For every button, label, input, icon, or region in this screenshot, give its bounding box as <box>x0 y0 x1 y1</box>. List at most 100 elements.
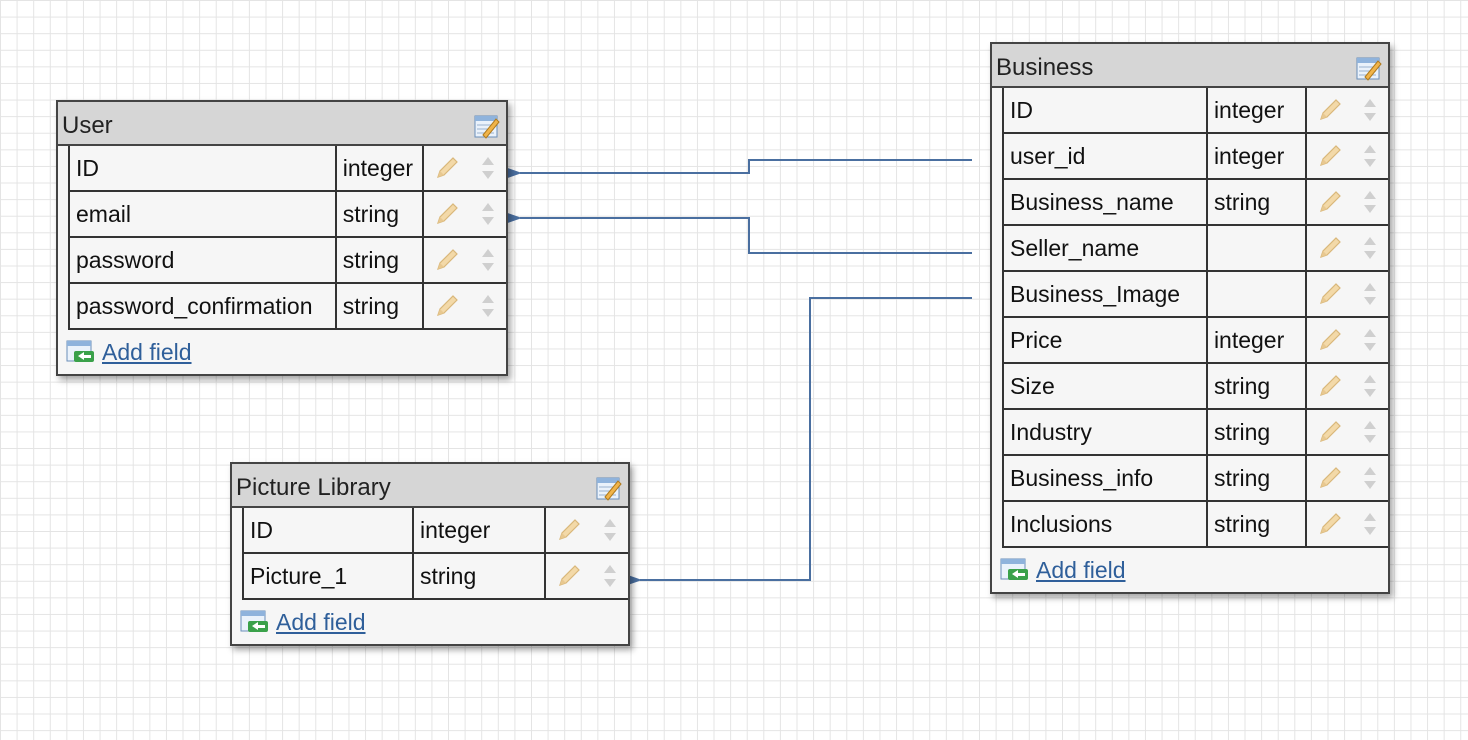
add-field-link[interactable]: Add field <box>1036 556 1126 583</box>
edit-field-pencil-icon[interactable] <box>1317 511 1343 537</box>
field-type[interactable]: string <box>1208 180 1308 224</box>
edit-field-pencil-icon[interactable] <box>1317 281 1343 307</box>
field-name[interactable]: user_id <box>1004 134 1208 178</box>
reorder-field-icon[interactable] <box>480 200 496 228</box>
field-name[interactable]: ID <box>1004 88 1208 132</box>
edit-field-pencil-icon[interactable] <box>434 201 460 227</box>
field-row[interactable]: Seller_name <box>1002 226 1388 272</box>
table-header[interactable]: User <box>58 102 506 146</box>
field-tools <box>546 508 628 552</box>
edit-table-icon[interactable] <box>474 113 500 139</box>
field-name[interactable]: password_confirmation <box>70 284 337 328</box>
reorder-field-icon[interactable] <box>602 516 618 544</box>
field-name[interactable]: Inclusions <box>1004 502 1208 546</box>
field-type[interactable]: integer <box>1208 134 1308 178</box>
reorder-field-icon[interactable] <box>1362 372 1378 400</box>
reorder-field-icon[interactable] <box>1362 188 1378 216</box>
field-type[interactable]: string <box>1208 456 1308 500</box>
edit-field-pencil-icon[interactable] <box>1317 465 1343 491</box>
reorder-field-icon[interactable] <box>602 562 618 590</box>
field-tools <box>1307 456 1388 500</box>
field-name[interactable]: Price <box>1004 318 1208 362</box>
add-field-link[interactable]: Add field <box>102 338 192 365</box>
field-name[interactable]: password <box>70 238 337 282</box>
edit-field-pencil-icon[interactable] <box>434 155 460 181</box>
field-name[interactable]: email <box>70 192 337 236</box>
edit-table-icon[interactable] <box>1356 55 1382 81</box>
field-type[interactable]: string <box>1208 410 1308 454</box>
field-row[interactable]: Business_Image <box>1002 272 1388 318</box>
add-field-icon[interactable] <box>66 339 96 365</box>
edit-field-pencil-icon[interactable] <box>556 517 582 543</box>
edit-field-pencil-icon[interactable] <box>556 563 582 589</box>
field-type[interactable]: string <box>337 284 425 328</box>
add-field-link[interactable]: Add field <box>276 608 366 635</box>
field-tools <box>424 284 506 328</box>
reorder-field-icon[interactable] <box>480 292 496 320</box>
edit-field-pencil-icon[interactable] <box>1317 235 1343 261</box>
field-name[interactable]: Seller_name <box>1004 226 1208 270</box>
field-name[interactable]: Business_info <box>1004 456 1208 500</box>
field-type[interactable] <box>1208 226 1308 270</box>
reorder-field-icon[interactable] <box>1362 418 1378 446</box>
reorder-field-icon[interactable] <box>480 154 496 182</box>
field-name[interactable]: Picture_1 <box>244 554 414 598</box>
field-type[interactable]: integer <box>1208 88 1308 132</box>
field-type[interactable]: integer <box>414 508 546 552</box>
field-name[interactable]: Business_Image <box>1004 272 1208 316</box>
field-type[interactable]: string <box>337 238 425 282</box>
field-type[interactable]: string <box>1208 364 1308 408</box>
edit-table-icon[interactable] <box>596 475 622 501</box>
field-type[interactable]: string <box>414 554 546 598</box>
field-type[interactable]: integer <box>337 146 425 190</box>
field-type[interactable]: string <box>337 192 425 236</box>
edit-field-pencil-icon[interactable] <box>1317 143 1343 169</box>
edit-field-pencil-icon[interactable] <box>1317 373 1343 399</box>
reorder-field-icon[interactable] <box>1362 326 1378 354</box>
edit-field-pencil-icon[interactable] <box>1317 97 1343 123</box>
add-field-row: Add field <box>58 330 506 374</box>
reorder-field-icon[interactable] <box>1362 234 1378 262</box>
reorder-field-icon[interactable] <box>1362 280 1378 308</box>
field-name[interactable]: ID <box>244 508 414 552</box>
edit-field-pencil-icon[interactable] <box>1317 327 1343 353</box>
field-name[interactable]: ID <box>70 146 337 190</box>
add-field-icon[interactable] <box>240 609 270 635</box>
edit-field-pencil-icon[interactable] <box>434 247 460 273</box>
edit-field-pencil-icon[interactable] <box>1317 419 1343 445</box>
add-field-icon[interactable] <box>1000 557 1030 583</box>
reorder-field-icon[interactable] <box>480 246 496 274</box>
reorder-field-icon[interactable] <box>1362 142 1378 170</box>
table-header[interactable]: Picture Library <box>232 464 628 508</box>
table-header[interactable]: Business <box>992 44 1388 88</box>
field-name[interactable]: Industry <box>1004 410 1208 454</box>
reorder-field-icon[interactable] <box>1362 510 1378 538</box>
edit-field-pencil-icon[interactable] <box>1317 189 1343 215</box>
field-type[interactable]: string <box>1208 502 1308 546</box>
field-type[interactable]: integer <box>1208 318 1308 362</box>
field-name[interactable]: Business_name <box>1004 180 1208 224</box>
field-name[interactable]: Size <box>1004 364 1208 408</box>
edit-field-pencil-icon[interactable] <box>434 293 460 319</box>
reorder-field-icon[interactable] <box>1362 96 1378 124</box>
field-type[interactable] <box>1208 272 1308 316</box>
reorder-field-icon[interactable] <box>1362 464 1378 492</box>
